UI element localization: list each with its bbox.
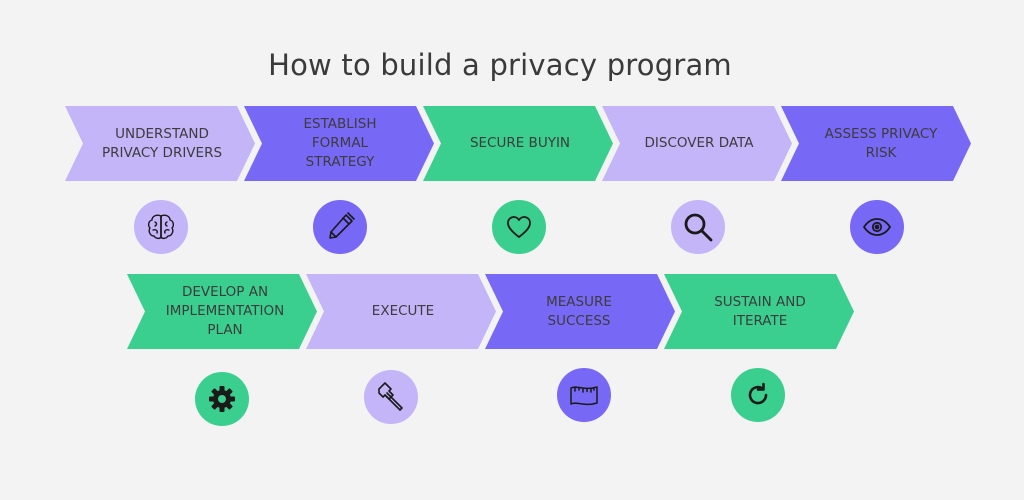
step-label: ESTABLISH FORMAL STRATEGY — [303, 116, 377, 170]
refresh-icon — [731, 368, 785, 422]
chevron-shape — [485, 274, 675, 349]
measuring-tape-icon — [557, 368, 611, 422]
magnifier-icon — [671, 200, 725, 254]
step-establish-formal-strategy: ESTABLISH FORMAL STRATEGY — [244, 106, 434, 181]
chevron-shape — [244, 106, 434, 181]
chevron-shape — [602, 106, 792, 181]
step-label: DISCOVER DATA — [644, 135, 754, 151]
step-label: SUSTAIN AND ITERATE — [714, 293, 806, 329]
heart-icon — [492, 200, 546, 254]
step-secure-buyin: SECURE BUYIN — [423, 106, 613, 181]
step-label: UNDERSTAND PRIVACY DRIVERS — [101, 125, 223, 161]
chevron-shape — [423, 106, 613, 181]
step-label: EXECUTE — [371, 303, 435, 319]
diagram-title: How to build a privacy program — [268, 48, 732, 82]
step-discover-data: DISCOVER DATA — [602, 106, 792, 181]
pen-icon — [313, 200, 367, 254]
step-develop-implementation-plan: DEVELOP AN IMPLEMENTATION PLAN — [127, 274, 317, 349]
chevron-shape — [306, 274, 496, 349]
hammer-icon — [364, 370, 418, 424]
gear-icon — [195, 372, 249, 426]
chevron-shape — [127, 274, 317, 349]
step-label: DEVELOP AN IMPLEMENTATION PLAN — [165, 284, 285, 338]
step-sustain-and-iterate: SUSTAIN AND ITERATE — [664, 274, 854, 349]
step-label: SECURE BUYIN — [469, 135, 571, 151]
chevron-shape — [65, 106, 255, 181]
eye-icon — [850, 200, 904, 254]
step-assess-privacy-risk: ASSESS PRIVACY RISK — [781, 106, 971, 181]
step-label: ASSESS PRIVACY RISK — [824, 125, 938, 161]
step-understand-privacy-drivers: UNDERSTAND PRIVACY DRIVERS — [65, 106, 255, 181]
step-execute: EXECUTE — [306, 274, 496, 349]
chevron-shape — [664, 274, 854, 349]
brain-icon — [134, 200, 188, 254]
step-label: MEASURE SUCCESS — [546, 293, 612, 329]
step-measure-success: MEASURE SUCCESS — [485, 274, 675, 349]
chevron-shape — [781, 106, 971, 181]
